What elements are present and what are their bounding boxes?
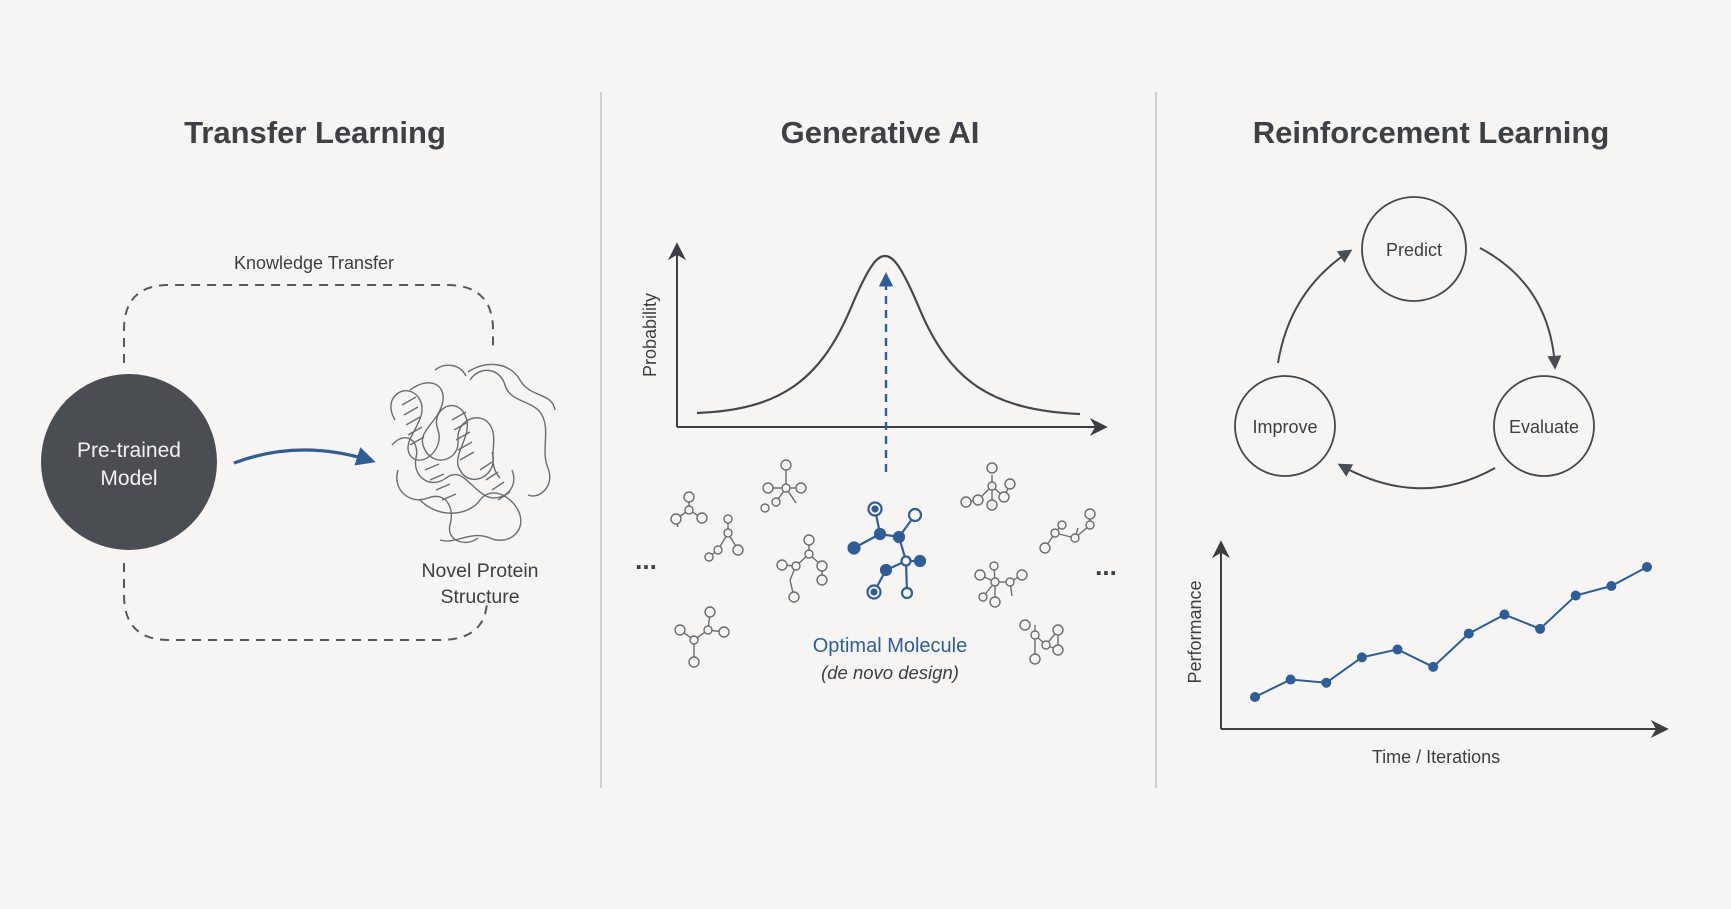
perf-series-line: [1254, 566, 1648, 698]
reinforcement-title: Reinforcement Learning: [1253, 115, 1610, 150]
pretrained-model-label-line1: Pre-trained: [77, 439, 181, 462]
protein-label-line1: Novel Protein: [421, 560, 538, 582]
pretrained-model-label-line2: Model: [100, 467, 157, 490]
cycle-node-improve: Improve: [1234, 375, 1336, 477]
molecule-icon: [974, 561, 1028, 608]
cycle-arrow-evaluate-to-improve: [1337, 463, 1496, 490]
molecule-icon: [1039, 508, 1096, 554]
perf-data-point: [1428, 661, 1439, 672]
cycle-arrow-improve-to-predict: [1277, 249, 1353, 364]
probability-axis-label: Probability: [640, 293, 660, 377]
knowledge-transfer-loop-bottom: [123, 563, 488, 641]
ellipsis-left: ...: [635, 545, 657, 575]
molecule-icon: [674, 606, 730, 668]
protein-structure-icon: [390, 363, 556, 543]
perf-data-point: [1535, 623, 1546, 634]
perf-data-point: [1392, 644, 1403, 655]
generative-title: Generative AI: [781, 115, 980, 150]
cycle-arrow-predict-to-evaluate: [1479, 247, 1562, 370]
cycle-node-predict: Predict: [1361, 196, 1467, 302]
perf-data-point: [1321, 677, 1332, 688]
pretrained-model-node: [41, 374, 217, 550]
molecule-icon: [1019, 619, 1064, 665]
evaluate-label: Evaluate: [1509, 417, 1579, 437]
perf-data-point: [1642, 562, 1652, 572]
perf-data-point: [1606, 581, 1617, 592]
optimal-molecule-sublabel: (de novo design): [821, 662, 959, 683]
knowledge-transfer-label: Knowledge Transfer: [234, 253, 394, 273]
optimal-molecule-icon: [847, 501, 927, 600]
molecule-icon: [960, 462, 1016, 511]
reinforcement-learning-panel: Reinforcement Learning Predict Evaluate …: [1185, 115, 1669, 767]
transfer-learning-panel: Transfer Learning Knowledge Transfer Pre…: [41, 115, 556, 641]
candidate-molecules: [670, 459, 1096, 668]
molecule-icon: [760, 459, 807, 513]
perf-data-point: [1499, 609, 1510, 620]
molecule-icon: [670, 491, 708, 528]
perf-data-point: [1570, 590, 1581, 601]
perf-data-point: [1463, 628, 1474, 639]
generative-ai-panel: Generative AI Probability ... ...: [635, 115, 1117, 683]
perf-y-label: Performance: [1185, 580, 1205, 683]
perf-x-label: Time / Iterations: [1372, 747, 1500, 767]
probability-curve: [696, 254, 1081, 416]
transfer-title: Transfer Learning: [184, 115, 446, 150]
molecule-icon: [776, 534, 828, 603]
transfer-arrow: [233, 447, 376, 466]
molecule-icon: [704, 514, 744, 562]
perf-data-point: [1250, 692, 1260, 702]
protein-label-line2: Structure: [440, 586, 519, 608]
perf-series-points: [1250, 562, 1652, 702]
predict-label: Predict: [1386, 240, 1442, 260]
performance-chart: Performance Time / Iterations: [1185, 540, 1669, 767]
optimal-molecule-label: Optimal Molecule: [813, 635, 968, 657]
perf-data-point: [1285, 674, 1296, 685]
ellipsis-right: ...: [1095, 551, 1117, 581]
cycle-node-evaluate: Evaluate: [1493, 375, 1595, 477]
knowledge-transfer-loop: [123, 284, 494, 363]
improve-label: Improve: [1252, 417, 1317, 437]
perf-data-point: [1356, 652, 1367, 663]
